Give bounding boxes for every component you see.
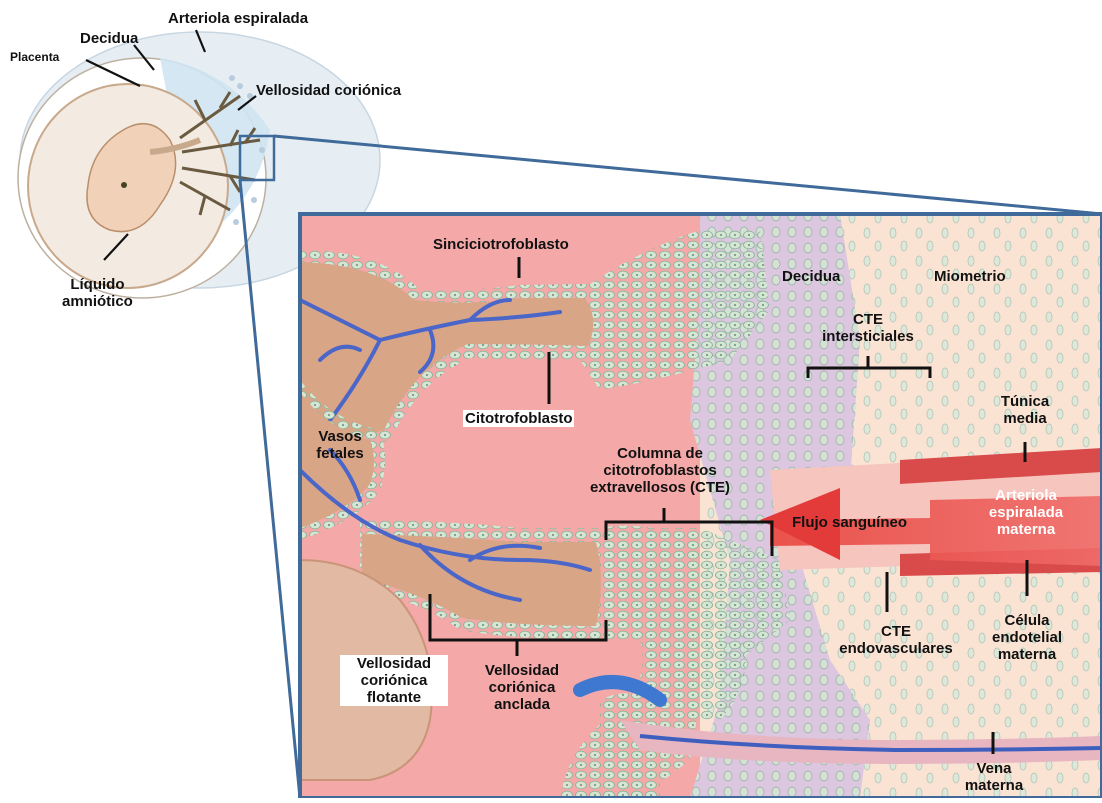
label-cte-intersticiales: CTE intersticiales [806, 311, 930, 345]
label-tunica-media: Túnica media [985, 393, 1065, 427]
label-decidua-detail: Decidua [782, 268, 840, 285]
label-vellosidad-corionica-anclada: Vellosidad coriónica anclada [470, 662, 574, 713]
label-decidua-overview: Decidua [80, 30, 138, 47]
label-miometrio: Miometrio [934, 268, 1006, 285]
label-liquido-amniotico: Líquido amniótico [62, 276, 133, 310]
label-vasos-fetales: Vasos fetales [306, 428, 374, 462]
label-celula-endotelial-materna: Célula endotelial materna [976, 612, 1078, 663]
label-arteriola-espiralada: Arteriola espiralada [168, 10, 308, 27]
zoom-line-top [274, 136, 1102, 214]
label-arteriola-espiralada-materna: Arteriola espiralada materna [970, 487, 1082, 538]
label-columna-cte: Columna de citotrofoblastos extravelloso… [560, 445, 760, 496]
label-citotrofoblasto: Citotrofoblasto [463, 410, 574, 427]
label-vellosidad-corionica: Vellosidad coriónica [256, 82, 401, 99]
label-vena-materna: Vena materna [952, 760, 1036, 794]
label-placenta: Placenta [10, 49, 59, 66]
label-sinciciotrofoblasto: Sinciciotrofoblasto [433, 236, 569, 253]
label-cte-endovasculares: CTE endovasculares [834, 623, 958, 657]
label-flujo-sanguineo: Flujo sanguíneo [792, 514, 907, 531]
label-vellosidad-corionica-flotante: Vellosidad coriónica flotante [340, 655, 448, 706]
